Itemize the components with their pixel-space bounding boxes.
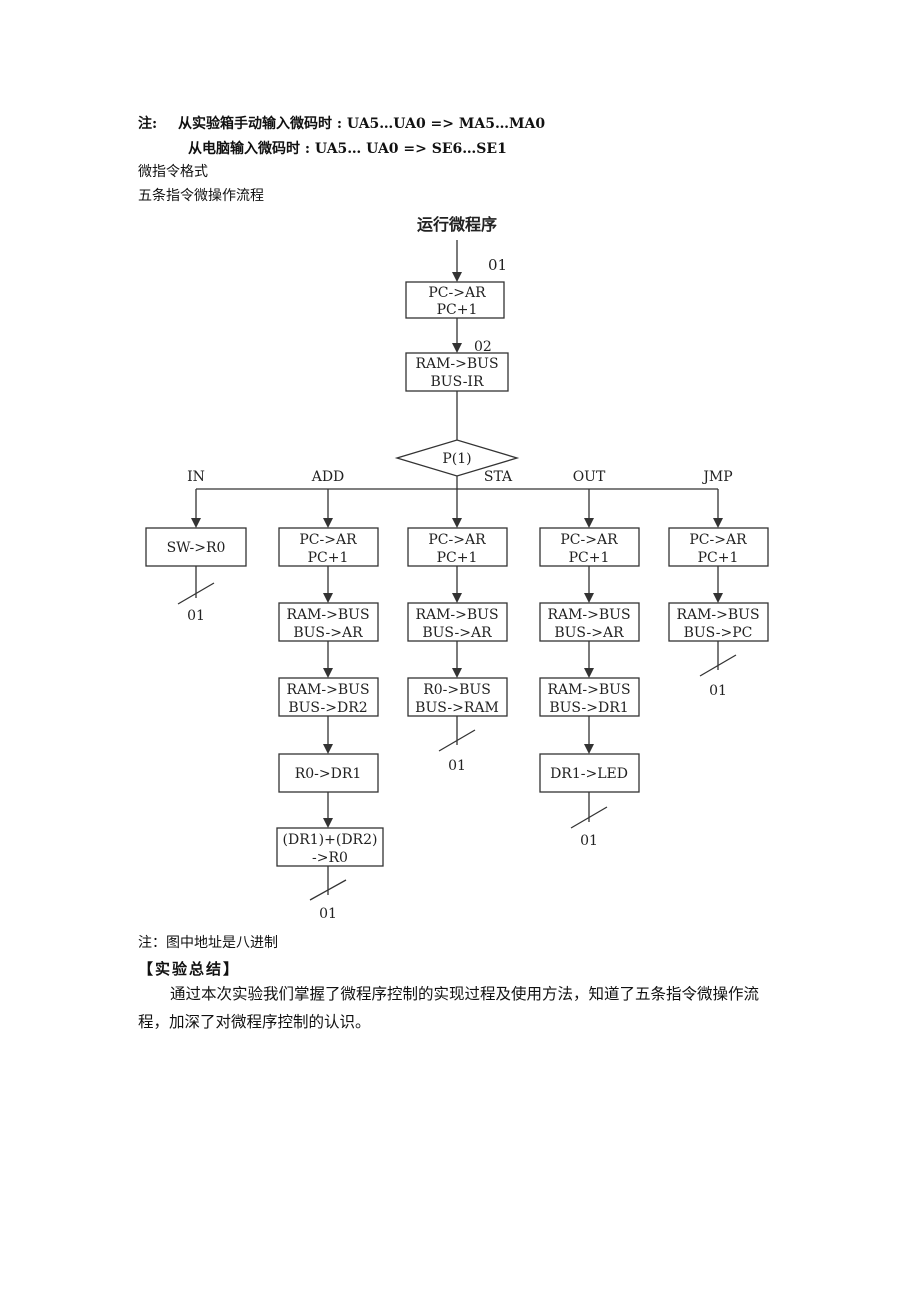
jmp-end-label: 01 [709,683,727,699]
sta-box-3-line2: BUS->RAM [415,700,499,716]
note-line-2: 从电脑输入微码时 : UA5… UA0 => SE6…SE1 [188,141,507,157]
add-box-4 [278,753,379,793]
sta-box-1-line2: PC+1 [437,550,478,566]
box-pc-ar [405,281,505,319]
note-text-1: 从实验箱手动输入微码时 : UA5…UA0 => MA5…MA0 [178,116,546,132]
add-box-4-text: R0->DR1 [295,766,362,782]
flowchart: 运行微程序 01 PC->AR PC+1 02 RAM->BUS BUS-IR … [145,215,769,922]
out-box-2-line2: BUS->AR [554,625,624,641]
branch-in: IN [187,469,205,485]
out-box-4-text: DR1->LED [550,766,628,782]
branch-add: ADD [311,469,345,485]
address-01: 01 [488,256,507,274]
out-box-3 [539,677,640,717]
branch-jmp: JMP [701,469,732,485]
sta-end-label: 01 [448,758,466,774]
jmp-box-1-line1: PC->AR [689,532,747,548]
out-box-3-line1: RAM->BUS [547,682,630,698]
add-box-3-line1: RAM->BUS [286,682,369,698]
add-box-5 [276,827,384,867]
branch-sta: STA [484,469,513,485]
out-box-2-line1: RAM->BUS [547,607,630,623]
summary-paragraph: 通过本次实验我们掌握了微程序控制的实现过程及使用方法，知道了五条指令微操作流程，… [138,985,760,1031]
sta-box-2 [407,602,508,642]
add-box-3-line2: BUS->DR2 [288,700,367,716]
out-box-1-line2: PC+1 [569,550,610,566]
in-box [145,527,247,567]
add-box-3 [278,677,379,717]
sta-box-2-line1: RAM->BUS [415,607,498,623]
box1-line2: PC+1 [437,302,478,318]
out-box-4 [539,753,640,793]
add-box-1-line1: PC->AR [299,532,357,548]
add-box-5-line1: (DR1)+(DR2) [283,832,378,848]
sta-box-1 [407,527,508,567]
out-box-3-line2: BUS->DR1 [549,700,628,716]
in-end-label: 01 [187,608,205,624]
out-end-label: 01 [580,833,598,849]
box1-line1: PC->AR [428,285,486,301]
microinstruction-format-line: 微指令格式 [138,164,208,180]
branch-out: OUT [573,469,606,485]
sta-box-3-line1: R0->BUS [423,682,491,698]
note-label: 注: [138,116,158,132]
sta-box-1-line1: PC->AR [428,532,486,548]
add-box-1-line2: PC+1 [308,550,349,566]
start-label: 运行微程序 [417,215,497,234]
add-end-label: 01 [319,906,337,922]
address-02: 02 [474,339,492,355]
decision-label: P(1) [442,451,471,467]
sta-box-2-line2: BUS->AR [422,625,492,641]
add-box-2-line1: RAM->BUS [286,607,369,623]
jmp-box-2-line2: BUS->PC [684,625,753,641]
address-note: 注：图中地址是八进制 [138,935,278,951]
flow-title-line: 五条指令微操作流程 [138,188,264,204]
jmp-box-2 [668,602,769,642]
out-box-1-line1: PC->AR [560,532,618,548]
box-ram-bus-ir [405,352,509,392]
add-box-5-line2: ->R0 [312,850,348,866]
note-line-1: 注: 从实验箱手动输入微码时 : UA5…UA0 => MA5…MA0 [138,115,598,135]
box2-line2: BUS-IR [431,374,484,390]
out-box-2 [539,602,640,642]
sta-box-3 [407,677,508,717]
add-box-2 [278,602,379,642]
summary-heading: 【实验总结】 [138,960,241,978]
jmp-box-1-line2: PC+1 [698,550,739,566]
jmp-box-2-line1: RAM->BUS [676,607,759,623]
box2-line1: RAM->BUS [415,356,498,372]
decision-diamond [394,439,520,477]
in-box-text: SW->R0 [167,540,226,556]
out-box-1 [539,527,640,567]
add-box-2-line2: BUS->AR [293,625,363,641]
